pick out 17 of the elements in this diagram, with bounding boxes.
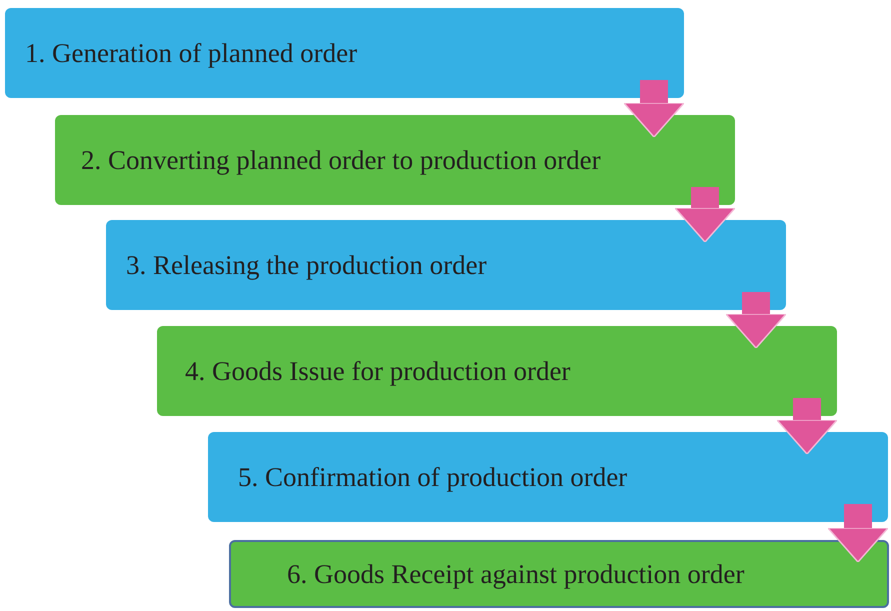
down-arrow [776,398,838,455]
step-label: 2. Converting planned order to production order [81,144,601,176]
process-box [157,326,837,416]
process-box [55,115,735,205]
step-label: 6. Goods Receipt against production order [287,558,744,590]
step-label: 1. Generation of planned order [25,38,358,68]
step-label: 3. Releasing the production order [126,250,487,280]
down-arrow [725,292,787,349]
step-label: 5. Confirmation of production order [238,462,628,492]
down-arrow [827,504,889,563]
process-box [208,432,888,522]
down-arrow [674,187,736,243]
process-box [229,540,889,608]
step-label: 4. Goods Issue for production order [185,356,570,386]
process-box [106,220,786,310]
process-box [5,8,684,98]
down-arrow [623,80,685,138]
